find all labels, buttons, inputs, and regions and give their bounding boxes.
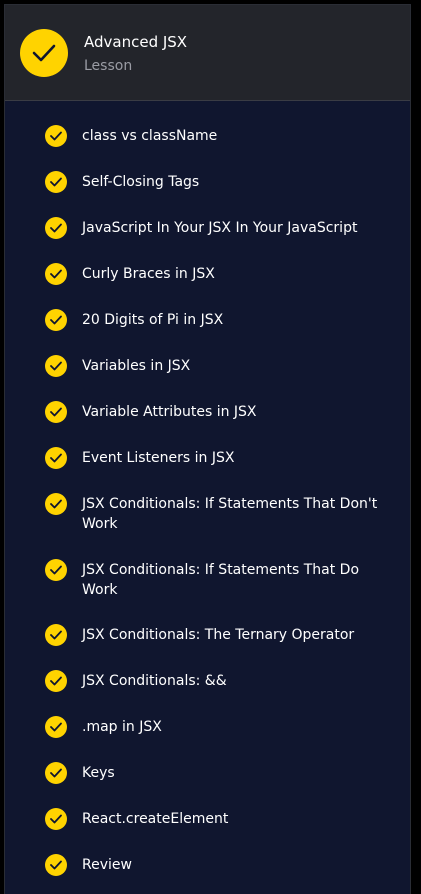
lesson-item-label: Review [82, 857, 132, 873]
lesson-item-label: .map in JSX [82, 719, 162, 735]
lesson-item-label: JSX Conditionals: If Statements That Do … [82, 562, 360, 598]
lesson-item-label: Curly Braces in JSX [82, 266, 215, 282]
lesson-item[interactable]: Variables in JSX [5, 347, 410, 387]
checkmark-icon [45, 447, 67, 469]
lesson-item-label: Variable Attributes in JSX [82, 404, 257, 420]
lesson-item-label: JSX Conditionals: && [82, 673, 227, 689]
checkmark-icon [45, 401, 67, 423]
lesson-item[interactable]: 20 Digits of Pi in JSX [5, 301, 410, 341]
lesson-item-label: Event Listeners in JSX [82, 450, 235, 466]
checkmark-icon [45, 762, 67, 784]
checkmark-icon [45, 171, 67, 193]
lesson-item-label: JSX Conditionals: If Statements That Don… [82, 496, 378, 532]
lesson-item[interactable]: JSX Conditionals: If Statements That Don… [5, 485, 410, 532]
checkmark-icon [45, 808, 67, 830]
checkmark-icon [45, 263, 67, 285]
lesson-item[interactable]: Review [5, 846, 410, 886]
lesson-item[interactable]: JSX Conditionals: If Statements That Do … [5, 551, 410, 598]
lesson-item-label: Keys [82, 765, 115, 781]
checkmark-icon [45, 854, 67, 876]
lesson-item[interactable]: React.createElement [5, 800, 410, 840]
lesson-type-label: Lesson [84, 58, 133, 74]
lesson-item-label: 20 Digits of Pi in JSX [82, 312, 224, 328]
lesson-item[interactable]: JSX Conditionals: The Ternary Operator [5, 616, 410, 656]
lesson-panel: Advanced JSX Lesson class vs className S… [4, 4, 411, 894]
checkmark-icon [45, 125, 67, 147]
lesson-item-label: Variables in JSX [82, 358, 191, 374]
checkmark-icon [45, 670, 67, 692]
checkmark-icon [20, 29, 68, 77]
checkmark-icon [45, 217, 67, 239]
lesson-item-label: React.createElement [82, 811, 229, 827]
lesson-item-label: Self-Closing Tags [82, 174, 200, 190]
lesson-item[interactable]: Variable Attributes in JSX [5, 393, 410, 433]
lesson-item-list: class vs className Self-Closing Tags Jav… [5, 101, 410, 894]
checkmark-icon [45, 716, 67, 738]
checkmark-icon [45, 559, 67, 581]
lesson-title: Advanced JSX [84, 33, 188, 51]
lesson-item[interactable]: .map in JSX [5, 708, 410, 748]
lesson-item[interactable]: Keys [5, 754, 410, 794]
lesson-item[interactable]: Event Listeners in JSX [5, 439, 410, 479]
lesson-item[interactable]: class vs className [5, 117, 410, 157]
lesson-item-label: JavaScript In Your JSX In Your JavaScrip… [82, 220, 358, 236]
lesson-item-label: class vs className [82, 128, 218, 144]
checkmark-icon [45, 309, 67, 331]
lesson-item[interactable]: Curly Braces in JSX [5, 255, 410, 295]
lesson-item-label: JSX Conditionals: The Ternary Operator [82, 627, 355, 643]
checkmark-icon [45, 493, 67, 515]
lesson-item[interactable]: JavaScript In Your JSX In Your JavaScrip… [5, 209, 410, 249]
lesson-item[interactable]: Self-Closing Tags [5, 163, 410, 203]
lesson-header[interactable]: Advanced JSX Lesson [5, 5, 410, 101]
checkmark-icon [45, 624, 67, 646]
checkmark-icon [45, 355, 67, 377]
lesson-item[interactable]: JSX Conditionals: && [5, 662, 410, 702]
